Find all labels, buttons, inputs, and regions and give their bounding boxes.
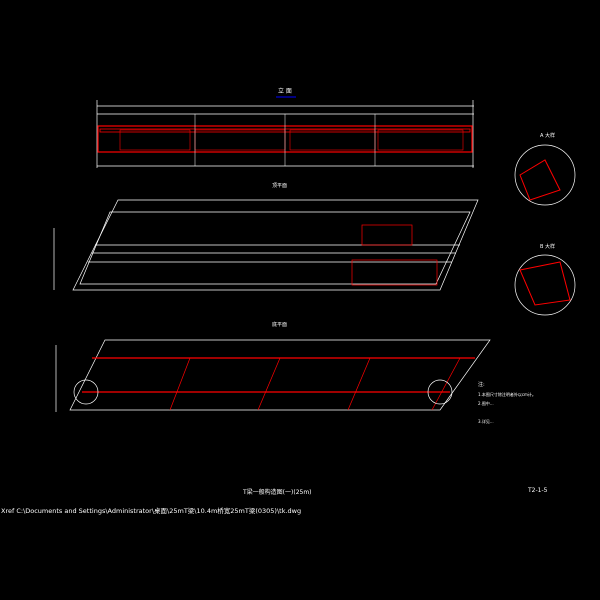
- xref-path: Xref C:\Documents and Settings\Administr…: [1, 507, 302, 515]
- sheet-number: T2-1-5: [528, 487, 548, 494]
- top-plan-title: 顶平面: [272, 183, 288, 189]
- bottom-plan-title: 底平面: [272, 322, 288, 328]
- note-1: 1.本图尺寸除注明者外以cm计。: [478, 392, 536, 397]
- bottom-plan-view: [55, 339, 491, 412]
- detail-b: [514, 254, 576, 316]
- drawing-title: T梁一般构造图(一)(25m): [243, 489, 312, 496]
- detail-a: [514, 144, 576, 206]
- notes-heading: 注:: [478, 382, 485, 388]
- note-2: 2.图中...: [478, 401, 494, 406]
- elevation-view: [96, 96, 474, 168]
- detail-a-title: A 大样: [540, 133, 556, 139]
- detail-b-title: B 大样: [540, 244, 556, 250]
- top-plan-view: [53, 199, 479, 291]
- elevation-title: 立 面: [278, 88, 292, 95]
- note-3: 3.详见...: [478, 419, 494, 424]
